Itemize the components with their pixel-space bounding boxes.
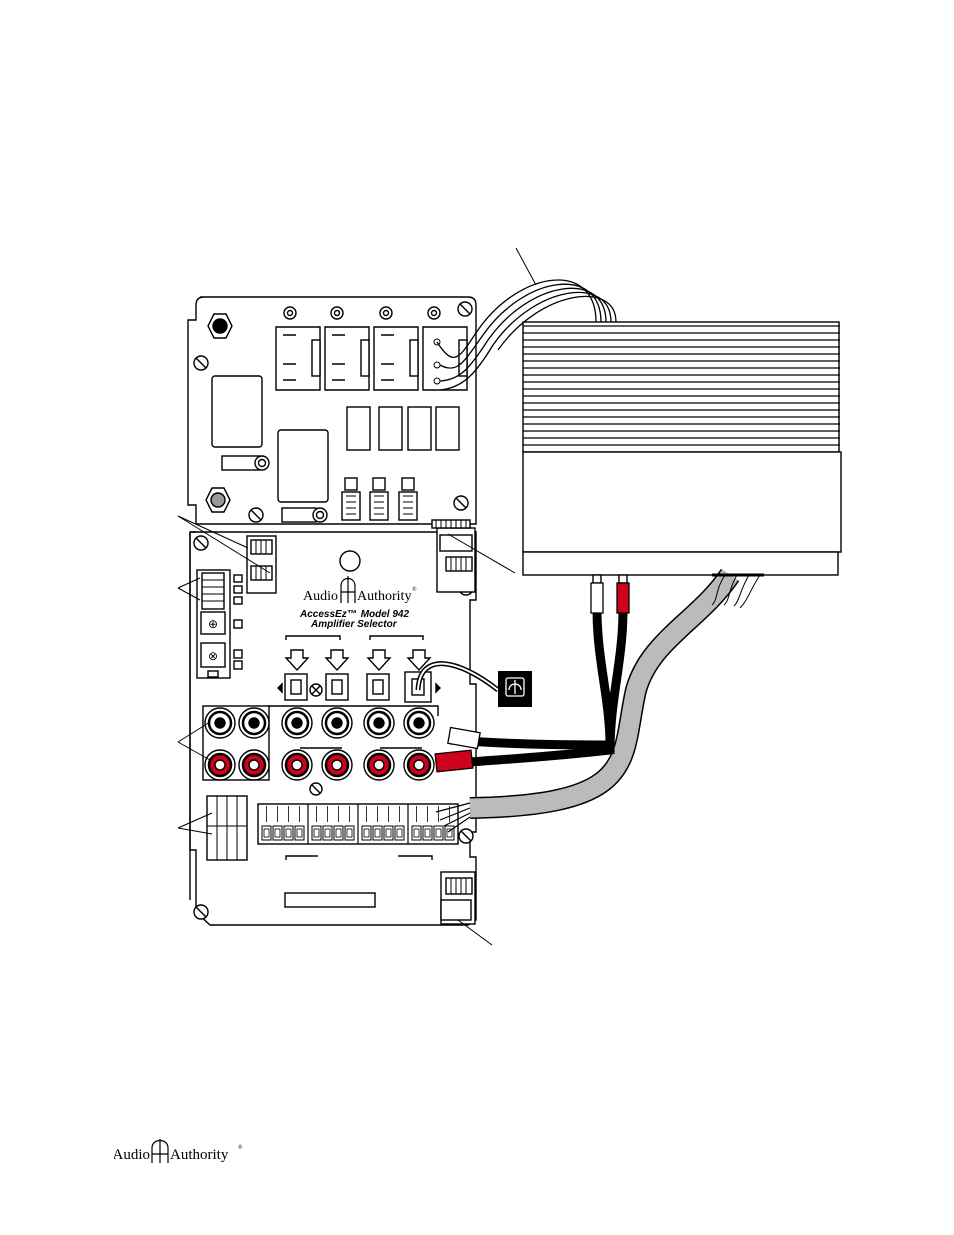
screw-icon	[309, 782, 323, 796]
dip-switch	[398, 477, 418, 521]
screw-terminal-slot	[374, 828, 381, 838]
screw-terminal-slot	[435, 828, 442, 838]
speaker-wire-sheath	[435, 568, 764, 833]
status-led	[339, 550, 361, 572]
screw-terminal-slot	[285, 828, 292, 838]
dip-switch	[341, 477, 361, 521]
rca-jack-white[interactable]	[238, 707, 270, 739]
arrow-down-icon	[406, 649, 432, 672]
screw-terminal-slot	[385, 828, 392, 838]
rca-jack-red[interactable]	[403, 749, 435, 781]
rca-jack-red[interactable]	[238, 749, 270, 781]
footer-brand-right: Authority	[170, 1147, 229, 1163]
sensor-cable	[415, 661, 532, 707]
speaker-connector	[275, 326, 321, 391]
terminal-blocks	[206, 795, 476, 925]
board-brand-logo: Audio Authority ®	[303, 576, 417, 604]
brand-left: Audio	[303, 589, 338, 604]
arrow-down-icon	[284, 649, 310, 672]
screw-icon	[248, 507, 264, 523]
mounting-nut-icon	[205, 487, 231, 513]
rca-jack-white[interactable]	[403, 707, 435, 739]
arrow-down-icon	[324, 649, 350, 672]
arrow-down-icon	[366, 649, 392, 672]
screw-terminal-slot	[324, 828, 331, 838]
mounting-nut-icon	[207, 313, 233, 339]
screw-terminal-slot	[313, 828, 320, 838]
product-name: Amplifier Selector	[310, 619, 398, 630]
rca-jack-white[interactable]	[281, 707, 313, 739]
upper-relay-board	[187, 296, 477, 525]
brand-right: Authority	[357, 589, 411, 604]
svg-text:⊕: ⊕	[208, 617, 218, 631]
screw-terminal-slot	[335, 828, 342, 838]
rca-jack-white[interactable]	[363, 707, 395, 739]
screw-icon	[193, 355, 209, 371]
rca-audio-cable	[434, 582, 630, 773]
screw-icon	[458, 828, 474, 844]
rca-jack-panel	[204, 707, 435, 781]
screw-terminal-slot	[424, 828, 431, 838]
rca-jack-red[interactable]	[204, 749, 236, 781]
footer-brand-mark-icon	[151, 1139, 169, 1163]
rca-jack-red[interactable]	[363, 749, 395, 781]
callout-lines	[177, 247, 537, 946]
screw-terminal-slot	[296, 828, 303, 838]
footer-brand-logo: Audio Authority ®	[114, 1139, 243, 1163]
footer-brand-left: Audio	[114, 1147, 150, 1163]
brand-mark-icon	[340, 576, 356, 603]
brand-registered: ®	[412, 586, 417, 593]
screw-terminal-slot	[346, 828, 353, 838]
svg-text:⊗: ⊗	[208, 649, 218, 663]
rca-jack-red[interactable]	[321, 749, 353, 781]
speaker-connector	[373, 326, 419, 391]
screw-terminal-slot	[446, 828, 453, 838]
speaker-connector	[324, 326, 370, 391]
rca-jack-white[interactable]	[321, 707, 353, 739]
screw-terminal-slot	[363, 828, 370, 838]
screw-icon	[453, 495, 469, 511]
rca-jack-white[interactable]	[204, 707, 236, 739]
screw-terminal-slot	[263, 828, 270, 838]
screw-icon	[457, 301, 473, 317]
screw-terminal-slot	[396, 828, 403, 838]
rca-jack-red[interactable]	[281, 749, 313, 781]
dip-switch	[369, 477, 389, 521]
screw-icon	[309, 683, 323, 697]
screw-icon	[193, 535, 209, 551]
speaker-wire-bundle-top	[436, 279, 617, 391]
screw-terminal-slot	[413, 828, 420, 838]
screw-icon	[193, 904, 209, 920]
screw-terminal-slot	[274, 828, 281, 838]
power-amplifier	[522, 321, 842, 584]
footer-registered: ®	[238, 1144, 243, 1151]
audio-authority-logo-icon	[505, 677, 525, 697]
